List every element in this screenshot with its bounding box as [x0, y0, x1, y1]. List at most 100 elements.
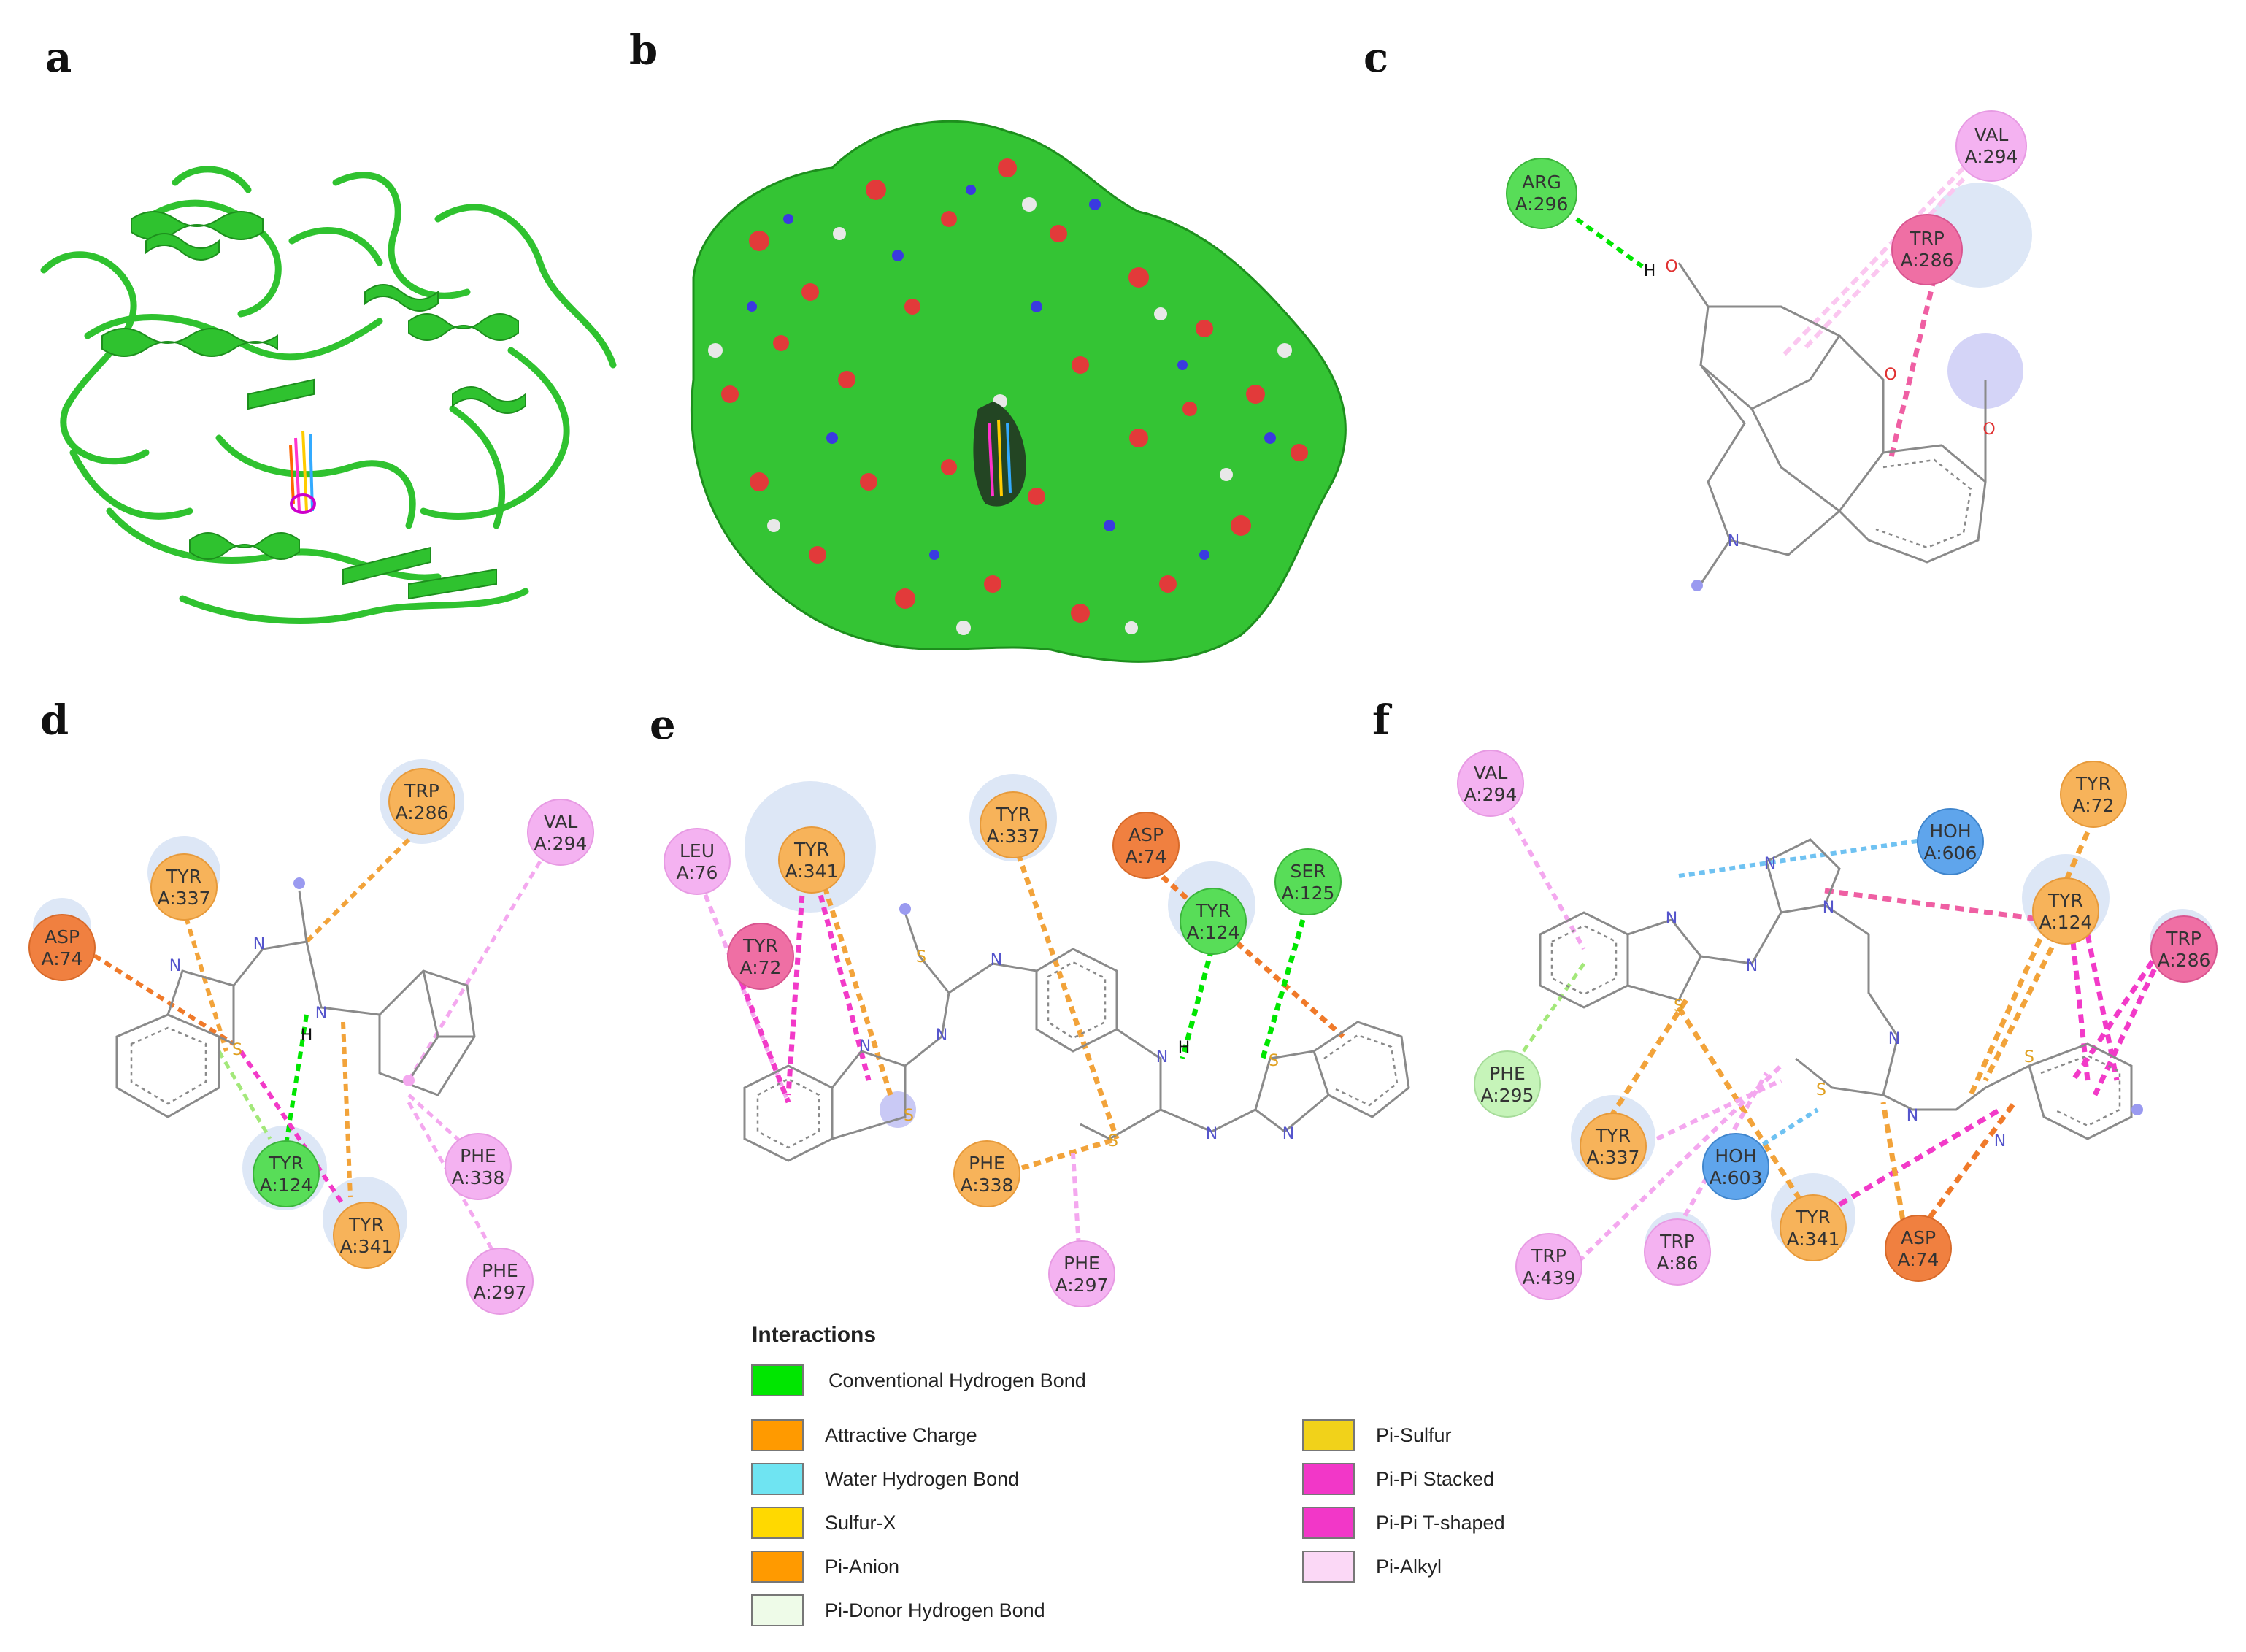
residue-hoh-603[interactable]: HOH A:603: [1702, 1133, 1769, 1200]
svg-text:A:286: A:286: [1901, 250, 1954, 271]
residue-tyr-124[interactable]: TYR A:124: [1180, 888, 1247, 955]
interaction-diagram-c: H O O O N ARG A:296 VAL A:294 TRP A:286: [1506, 110, 2032, 591]
panel-label-a: a: [45, 34, 72, 82]
residue-tyr-72[interactable]: TYR A:72: [2060, 761, 2127, 828]
svg-text:A:338: A:338: [961, 1175, 1014, 1196]
residue-phe-297[interactable]: PHE A:297: [466, 1248, 534, 1315]
svg-text:A:74: A:74: [1898, 1249, 1939, 1270]
residue-val-294[interactable]: VAL A:294: [527, 799, 594, 866]
residue-asp-74[interactable]: ASP A:74: [1885, 1215, 1952, 1282]
svg-text:TRP: TRP: [2166, 928, 2201, 949]
svg-text:N: N: [1666, 910, 1677, 928]
svg-text:A:439: A:439: [1523, 1267, 1576, 1288]
legend-label: Attractive Charge: [825, 1424, 977, 1446]
legend-swatch: [751, 1463, 804, 1495]
legend-label: Conventional Hydrogen Bond: [828, 1369, 1086, 1391]
legend-swatch: [1302, 1419, 1355, 1451]
residue-phe-295[interactable]: PHE A:295: [1474, 1050, 1541, 1118]
svg-text:A:76: A:76: [677, 862, 718, 883]
hydrogen-atom-label: H: [1178, 1039, 1191, 1057]
residue-phe-338[interactable]: PHE A:338: [953, 1140, 1020, 1207]
svg-text:S: S: [904, 1107, 914, 1125]
svg-text:TYR: TYR: [348, 1214, 384, 1235]
svg-text:A:86: A:86: [1657, 1253, 1699, 1274]
legend-swatch: [751, 1551, 804, 1583]
oxygen-atom: O: [1884, 366, 1896, 384]
svg-text:TYR: TYR: [1195, 900, 1231, 921]
residue-tyr-337[interactable]: TYR A:337: [150, 853, 218, 921]
svg-text:S: S: [1269, 1052, 1279, 1070]
svg-text:TYR: TYR: [2075, 773, 2111, 794]
oxygen-atom: O: [1982, 420, 1995, 439]
interactions-legend: Interactions Conventional Hydrogen BondA…: [751, 1323, 1505, 1626]
svg-text:HOH: HOH: [1929, 821, 1971, 842]
svg-text:N: N: [253, 935, 265, 953]
svg-text:PHE: PHE: [969, 1153, 1005, 1174]
residue-val-294[interactable]: VAL A:294: [1955, 110, 2027, 182]
residue-arg-296[interactable]: ARG A:296: [1506, 158, 1577, 229]
residue-tyr-341[interactable]: TYR A:341: [333, 1202, 400, 1269]
residue-tyr-72[interactable]: TYR A:72: [727, 923, 794, 990]
residue-tyr-337[interactable]: TYR A:337: [980, 791, 1047, 858]
svg-text:N: N: [859, 1037, 871, 1056]
svg-text:TYR: TYR: [1795, 1207, 1831, 1228]
svg-text:TYR: TYR: [995, 804, 1031, 825]
legend-label: Sulfur-X: [825, 1512, 896, 1534]
residue-tyr-341[interactable]: TYR A:341: [778, 826, 845, 894]
svg-text:S: S: [1674, 997, 1684, 1015]
legend-item: Conventional Hydrogen Bond: [751, 1364, 1086, 1396]
oxygen-atom: O: [1665, 258, 1677, 276]
legend-label: Water Hydrogen Bond: [825, 1468, 1019, 1490]
solvent-halo: [1947, 333, 2023, 409]
residue-leu-76[interactable]: LEU A:76: [664, 828, 731, 895]
svg-text:N: N: [169, 957, 181, 975]
svg-text:A:337: A:337: [1587, 1147, 1640, 1168]
legend-label: Pi-Anion: [825, 1556, 899, 1578]
svg-text:N: N: [1282, 1125, 1294, 1143]
svg-text:ARG: ARG: [1522, 172, 1561, 193]
residue-tyr-337[interactable]: TYR A:337: [1580, 1113, 1647, 1180]
ligand-structure-c: H O O O N: [1644, 258, 1996, 591]
panel-label-e: e: [650, 701, 676, 749]
residue-tyr-341[interactable]: TYR A:341: [1780, 1194, 1847, 1261]
svg-text:TYR: TYR: [268, 1153, 304, 1174]
ligand-structure-f: N S N N N N S N S N: [1539, 838, 2143, 1150]
pi-pi-stacked-line: [1888, 277, 1937, 461]
svg-text:S: S: [232, 1041, 242, 1059]
svg-text:TYR: TYR: [793, 839, 829, 860]
residue-trp-286[interactable]: TRP A:286: [1891, 214, 1963, 285]
residue-tyr-124[interactable]: TYR A:124: [253, 1140, 320, 1207]
protein-ribbon-image: [40, 166, 617, 624]
residue-val-294[interactable]: VAL A:294: [1457, 750, 1524, 817]
nitrogen-atom: N: [1728, 532, 1739, 550]
interaction-diagram-d: N N S N H TRP A:286 VAL A:294 TYR A:337 …: [28, 759, 594, 1315]
svg-text:S: S: [1816, 1081, 1826, 1099]
residue-trp-86[interactable]: TRP A:86: [1644, 1218, 1711, 1286]
residue-tyr-124[interactable]: TYR A:124: [2032, 877, 2099, 945]
residue-ser-125[interactable]: SER A:125: [1274, 848, 1342, 915]
svg-text:N: N: [936, 1026, 947, 1045]
residue-phe-338[interactable]: PHE A:338: [445, 1133, 512, 1200]
residue-trp-286[interactable]: TRP A:286: [388, 768, 455, 835]
panel-label-b: b: [629, 26, 658, 74]
svg-text:N: N: [1823, 899, 1834, 917]
residue-trp-439[interactable]: TRP A:439: [1515, 1233, 1582, 1300]
svg-text:A:286: A:286: [396, 802, 449, 823]
svg-text:VAL: VAL: [1974, 124, 2009, 145]
svg-text:TRP: TRP: [404, 780, 439, 802]
svg-text:A:124: A:124: [2039, 912, 2093, 933]
residue-asp-74[interactable]: ASP A:74: [28, 914, 96, 981]
svg-text:S: S: [916, 948, 926, 967]
svg-text:ASP: ASP: [1901, 1227, 1936, 1248]
residue-asp-74[interactable]: ASP A:74: [1112, 812, 1180, 879]
svg-text:TYR: TYR: [1595, 1125, 1631, 1146]
residue-hoh-606[interactable]: HOH A:606: [1917, 808, 1984, 875]
svg-text:A:337: A:337: [158, 888, 211, 909]
svg-text:N: N: [1888, 1030, 1900, 1048]
interaction-diagram-f: N S N N N N S N S N VAL A:294 TYR A:72 H…: [1457, 750, 2218, 1300]
residue-phe-297[interactable]: PHE A:297: [1048, 1240, 1115, 1307]
svg-text:A:297: A:297: [1055, 1275, 1109, 1296]
ligand-structure-e: N N S S N N H S N S N: [743, 903, 1410, 1162]
residue-trp-286[interactable]: TRP A:286: [2150, 915, 2218, 983]
svg-text:A:74: A:74: [1126, 846, 1167, 867]
